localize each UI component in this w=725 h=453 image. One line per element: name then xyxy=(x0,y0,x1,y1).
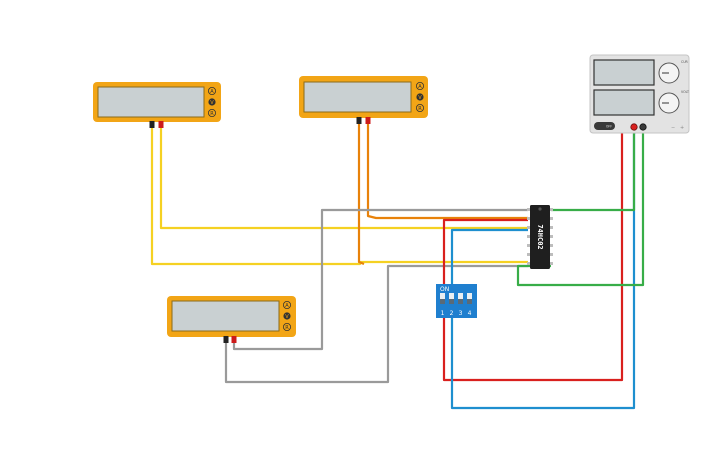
wire-orange-mm2-a[interactable] xyxy=(357,121,365,266)
dip-switch-toggle-1[interactable] xyxy=(440,293,445,304)
chip-notch xyxy=(538,207,542,211)
multimeter-2-amp-button[interactable]: A xyxy=(415,82,424,91)
dip-switch[interactable]: ON 1 2 3 4 xyxy=(436,284,477,318)
svg-text:V: V xyxy=(418,95,422,101)
multimeter-2-volt-button[interactable]: V xyxy=(416,93,424,101)
chip-label: 74HC02 xyxy=(536,224,544,249)
power-supply[interactable]: CUR VOLT OFF − + xyxy=(589,54,690,134)
dip-switch-toggle-4[interactable] xyxy=(467,293,472,304)
wire-gray-mm3-b[interactable] xyxy=(232,208,528,351)
multimeter-3-probe-red[interactable] xyxy=(231,336,237,343)
power-supply-terminal-negative[interactable] xyxy=(639,123,647,131)
power-supply-display-voltage xyxy=(593,89,655,116)
multimeter-2-display xyxy=(303,81,412,113)
multimeter-2-probe-black[interactable] xyxy=(356,117,362,124)
svg-text:V: V xyxy=(210,100,214,106)
dip-switch-toggle-2[interactable] xyxy=(449,293,454,304)
svg-text:R: R xyxy=(210,111,214,117)
multimeter-3[interactable]: A V R xyxy=(167,296,296,343)
svg-text:VOLT: VOLT xyxy=(681,90,689,94)
dip-switch-toggle-3[interactable] xyxy=(458,293,463,304)
power-supply-terminal-positive[interactable] xyxy=(630,123,638,131)
power-supply-current-knob[interactable]: CUR xyxy=(658,60,689,84)
multimeter-3-volt-button[interactable]: V xyxy=(283,312,291,320)
chip-pins-right xyxy=(549,208,553,265)
svg-text:A: A xyxy=(418,84,422,90)
multimeter-3-amp-button[interactable]: A xyxy=(282,300,291,309)
wire-orange-mm2-b[interactable] xyxy=(366,121,528,220)
multimeter-1-display xyxy=(97,86,205,118)
multimeter-1[interactable]: A V R xyxy=(93,82,221,128)
multimeter-1-volt-button[interactable]: V xyxy=(208,98,216,106)
wires xyxy=(150,121,645,410)
dip-switch-number-2: 2 xyxy=(450,310,454,317)
dip-switch-number-1: 1 xyxy=(441,310,445,317)
multimeter-2-probe-red[interactable] xyxy=(365,117,371,124)
wire-yellow-mm1-a[interactable] xyxy=(150,126,528,266)
chip-body xyxy=(530,205,550,269)
wire-green-top[interactable] xyxy=(551,128,636,212)
power-supply-display-current xyxy=(593,59,655,86)
svg-text:A: A xyxy=(210,89,214,95)
svg-text:V: V xyxy=(285,314,289,320)
multimeter-2[interactable]: A V R xyxy=(299,76,428,124)
dip-switch-number-3: 3 xyxy=(459,310,463,317)
multimeter-3-resistance-button[interactable]: R xyxy=(282,322,291,331)
multimeter-1-amp-button[interactable]: A xyxy=(207,87,216,96)
wire-gray-mm3-a[interactable] xyxy=(224,264,528,384)
power-supply-plus-glyph: + xyxy=(680,125,684,131)
wire-green-bottom[interactable] xyxy=(516,128,645,287)
logic-chip-74hc02[interactable]: 74HC02 xyxy=(527,205,553,269)
svg-text:R: R xyxy=(285,325,289,331)
wire-yellow-mm1-b[interactable] xyxy=(159,126,528,230)
dip-switch-on-label: ON xyxy=(440,286,449,293)
chip-pins-left xyxy=(527,208,531,265)
power-supply-minus-glyph: − xyxy=(671,125,675,131)
multimeter-3-probe-black[interactable] xyxy=(223,336,229,343)
multimeter-2-resistance-button[interactable]: R xyxy=(415,104,424,113)
power-supply-voltage-knob[interactable]: VOLT xyxy=(658,90,689,114)
dip-switch-number-4: 4 xyxy=(468,310,472,317)
svg-text:CUR: CUR xyxy=(681,60,689,64)
multimeter-1-probe-red[interactable] xyxy=(158,121,164,128)
svg-text:A: A xyxy=(285,303,289,309)
multimeter-1-probe-black[interactable] xyxy=(149,121,155,128)
multimeter-1-resistance-button[interactable]: R xyxy=(207,109,216,118)
svg-text:R: R xyxy=(418,106,422,112)
multimeter-3-display xyxy=(171,300,280,332)
svg-text:OFF: OFF xyxy=(606,125,612,129)
power-supply-power-button[interactable]: OFF xyxy=(594,122,615,130)
